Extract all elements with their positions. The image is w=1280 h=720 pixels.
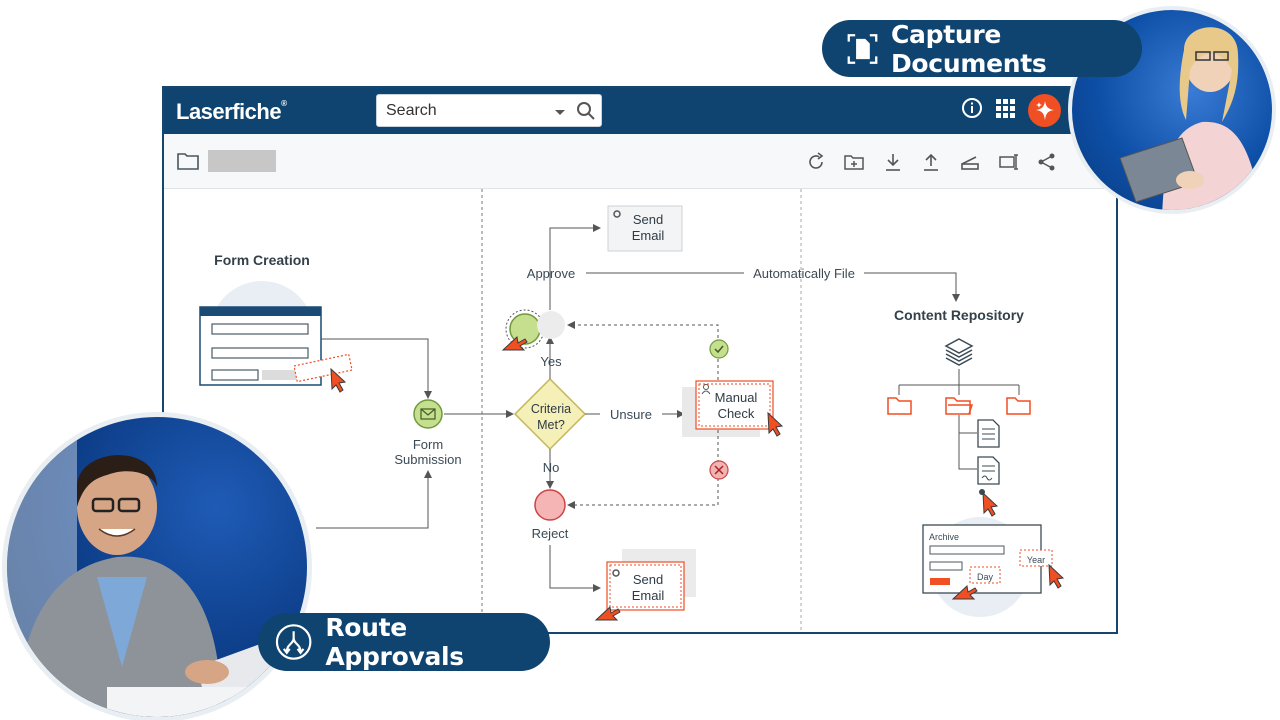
approved-check-icon [709,339,729,359]
cursor-icon [951,585,978,600]
form-illustration [199,306,353,386]
folder-icon[interactable] [177,152,199,170]
new-folder-icon[interactable] [843,151,865,173]
reject-label: Reject [531,526,569,541]
breadcrumb-placeholder[interactable] [208,150,276,172]
unsure-label: Unsure [610,407,652,422]
folder-icon [1006,397,1031,415]
gear-icon [613,210,621,218]
folder-icon [887,397,912,415]
search-box[interactable] [376,94,602,127]
upload-icon[interactable] [920,151,942,173]
cursor-icon [1048,563,1065,589]
send-email-bottom-label[interactable]: Send Email [631,572,665,603]
folder-open-icon [945,397,971,415]
archive-label: Archive [929,532,960,542]
app-window: Laserfiche® [162,86,1118,634]
manual-check-label[interactable]: Manual Check [714,390,758,421]
day-field[interactable]: Day [976,572,993,582]
toolbar [164,134,1116,189]
search-input[interactable] [386,101,546,121]
form-creation-label: Form Creation [214,252,310,268]
cursor-icon [330,367,347,393]
no-label: No [542,460,560,475]
apps-grid-icon[interactable] [994,97,1016,119]
approve-label: Approve [526,266,576,281]
woman-illustration [1119,27,1261,210]
sparkle-icon [1036,101,1054,120]
reject-event [534,489,566,521]
route-approvals-label: Route Approvals [325,613,464,671]
automatically-file-label: Automatically File [753,266,855,281]
capture-documents-label: Capture Documents [890,19,1047,78]
send-email-bottom-box [606,561,685,611]
laserfiche-logo[interactable]: Laserfiche® [176,99,287,124]
route-approvals-badge[interactable]: Route Approvals [258,613,550,671]
woman-photo [1068,6,1276,214]
year-field[interactable]: Year [1026,555,1046,565]
info-icon[interactable] [961,97,983,119]
man-illustration [7,417,307,717]
share-icon[interactable] [1036,151,1058,173]
capture-document-icon [847,33,878,64]
chevron-down-icon[interactable] [553,105,567,119]
content-repository-label: Content Repository [894,307,1024,323]
route-approvals-icon [275,624,312,660]
approve-shadow [537,311,565,339]
download-icon[interactable] [882,151,904,173]
yes-label: Yes [540,354,562,369]
refresh-icon[interactable] [805,151,827,173]
top-bar: Laserfiche® [164,88,1116,134]
present-icon[interactable] [998,151,1020,173]
workflow-canvas: Form Creation Form Submission Approve Au… [164,189,1116,632]
repository-stack-icon [944,338,974,366]
criteria-met-label[interactable]: Criteria Met? [530,402,572,432]
capture-documents-badge[interactable]: Capture Documents [822,19,1142,78]
search-icon[interactable] [576,101,596,121]
cursor-icon [501,336,528,351]
form-submission-event [413,399,443,429]
man-photo [2,412,312,720]
cursor-icon [982,491,999,517]
form-submission-label: Form Submission [394,437,462,467]
gear-icon [612,569,620,577]
ai-assistant-button[interactable] [1028,94,1061,127]
manual-check-box [695,380,774,430]
user-icon [703,384,709,390]
send-email-top-label[interactable]: Send Email [631,212,665,243]
workflow-diagram [199,189,1065,632]
scan-icon[interactable] [959,151,981,173]
cursor-icon [767,411,784,437]
cursor-icon [594,606,621,621]
